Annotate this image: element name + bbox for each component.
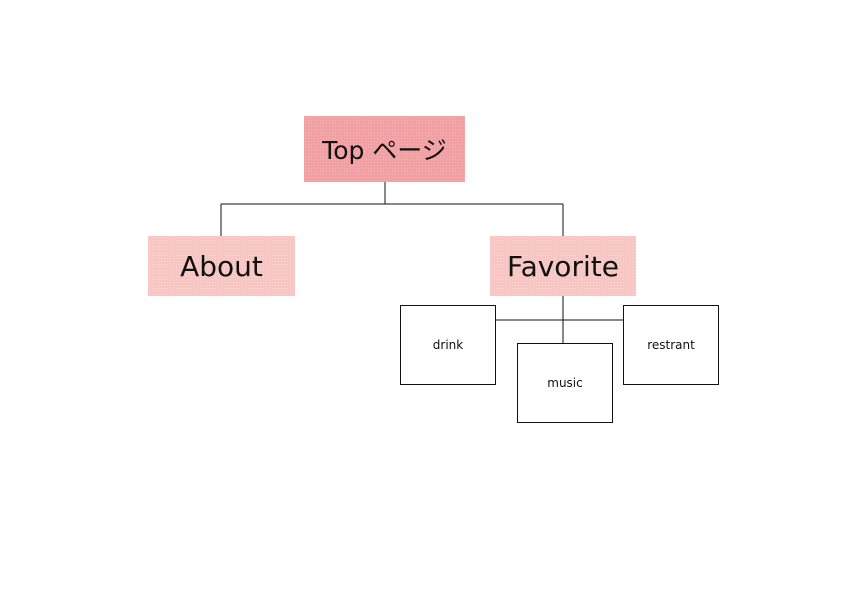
node-about: About [148,236,295,296]
node-restrant: restrant [623,305,719,385]
node-music-label: music [547,376,583,390]
node-top-page-label: Top ページ [322,136,447,165]
node-music: music [517,343,613,423]
node-drink-label: drink [432,338,464,352]
node-top-page: Top ページ [304,116,465,182]
node-drink: drink [400,305,496,385]
node-about-label: About [180,249,263,283]
node-favorite-label: Favorite [507,249,619,283]
node-favorite: Favorite [490,236,636,296]
node-restrant-label: restrant [647,338,695,352]
